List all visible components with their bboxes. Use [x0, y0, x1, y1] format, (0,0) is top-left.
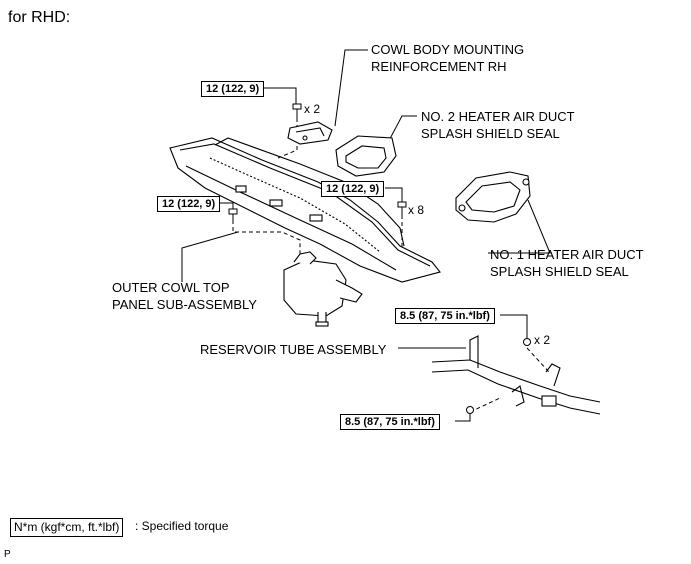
torque-box-5: 8.5 (87, 75 in.*lbf)	[340, 414, 440, 430]
illustration-code: P	[4, 549, 11, 560]
bolt-right-icon	[397, 201, 407, 215]
leader-no2-seal	[384, 115, 417, 149]
torque-box-3: 12 (122, 9)	[321, 181, 385, 197]
leader-torque-4	[500, 314, 528, 338]
label-reservoir-tube: RESERVOIR TUBE ASSEMBLY	[200, 342, 387, 357]
leader-torque-1	[263, 87, 297, 104]
cowl-reinforcement-part	[287, 121, 333, 145]
qty-nut-upper: x 2	[534, 333, 551, 347]
leader-torque-3	[385, 187, 403, 202]
legend-torque-box: N*m (kgf*cm, ft.*lbf)	[10, 518, 124, 537]
label-no1-seal: NO. 1 HEATER AIR DUCT SPLASH SHIELD SEAL	[490, 246, 644, 280]
label-cowl-reinforcement: COWL BODY MOUNTING REINFORCEMENT RH	[371, 41, 524, 75]
label-line: PANEL SUB-ASSEMBLY	[112, 297, 257, 312]
label-line: NO. 1 HEATER AIR DUCT	[490, 247, 644, 262]
reservoir-tube-part	[431, 335, 601, 415]
no1-seal-part	[455, 171, 531, 223]
dash-nut-lower	[469, 397, 501, 413]
label-line: COWL BODY MOUNTING	[371, 42, 525, 57]
label-outer-cowl: OUTER COWL TOP PANEL SUB-ASSEMBLY	[112, 279, 257, 313]
qty-bolt-top: x 2	[304, 102, 321, 116]
bolt-top-icon	[292, 103, 302, 118]
dash-bolt-left	[232, 220, 301, 268]
label-line: SPLASH SHIELD SEAL	[421, 126, 560, 141]
no2-seal-part	[335, 135, 397, 177]
label-no2-seal: NO. 2 HEATER AIR DUCT SPLASH SHIELD SEAL	[421, 108, 575, 142]
nut-lower-icon	[466, 406, 474, 414]
torque-box-4: 8.5 (87, 75 in.*lbf)	[395, 308, 495, 324]
fasteners	[228, 103, 531, 414]
legend-torque-text: : Specified torque	[135, 519, 229, 533]
dash-nut-upper	[526, 347, 550, 373]
leader-no1-seal	[488, 199, 551, 254]
label-line: NO. 2 HEATER AIR DUCT	[421, 109, 575, 124]
leader-torque-2	[219, 202, 234, 210]
torque-box-2: 12 (122, 9)	[157, 196, 221, 212]
outer-cowl-top-panel	[169, 137, 441, 283]
leader-outer-cowl	[181, 231, 239, 282]
leader-torque-5	[455, 413, 471, 422]
leader-cowl-reinforcement	[334, 49, 368, 127]
label-line: SPLASH SHIELD SEAL	[490, 264, 629, 279]
reservoir-tank-part	[283, 251, 363, 327]
torque-box-1: 12 (122, 9)	[201, 81, 265, 97]
label-line: OUTER COWL TOP	[112, 280, 230, 295]
diagram-heading: for RHD:	[8, 9, 71, 26]
label-line: REINFORCEMENT RH	[371, 59, 507, 74]
nut-upper-icon	[523, 338, 531, 346]
bolt-left-icon	[228, 208, 238, 222]
qty-bolt-right: x 8	[408, 203, 425, 217]
